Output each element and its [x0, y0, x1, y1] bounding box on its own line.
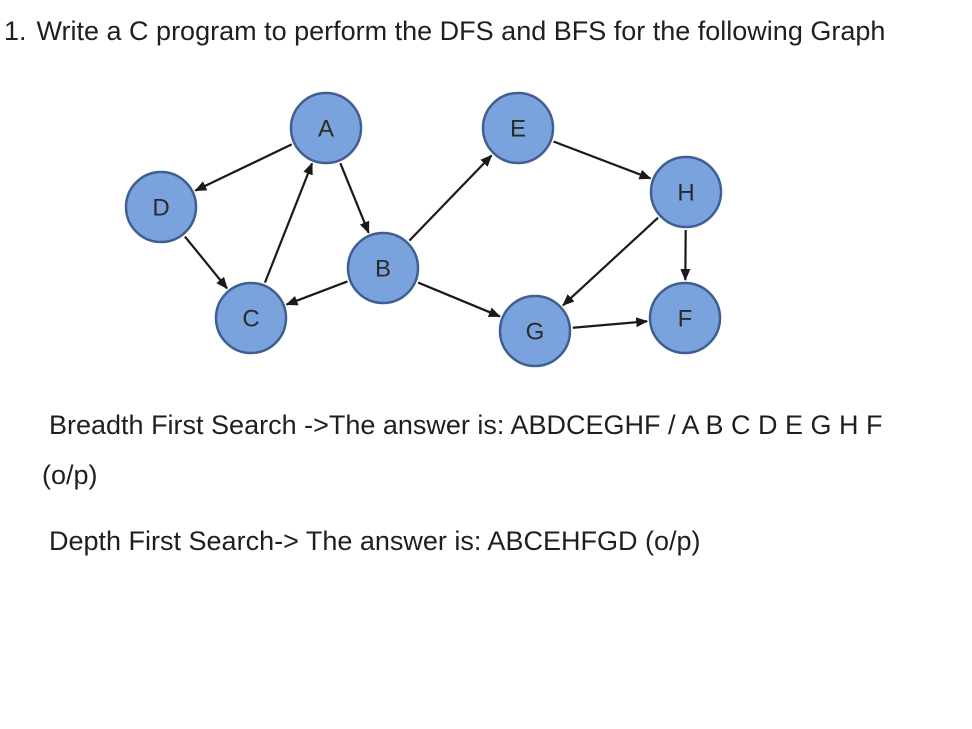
graph-node-f: F	[648, 281, 722, 355]
edge-a-to-b	[339, 162, 370, 234]
question-number: 1.	[4, 16, 27, 46]
question-heading: 1. Write a C program to perform the DFS a…	[4, 14, 885, 48]
edge-g-to-f	[572, 317, 649, 329]
node-label: B	[375, 256, 391, 283]
edge-e-to-h	[553, 140, 652, 180]
node-circle	[649, 155, 723, 229]
graph-node-e: E	[481, 91, 555, 165]
node-circle	[124, 170, 198, 244]
graph-node-c: C	[214, 281, 288, 355]
node-circle	[289, 91, 363, 165]
node-circle	[346, 231, 420, 305]
graph-node-g: G	[498, 294, 572, 368]
edge-a-to-d	[194, 143, 293, 192]
bfs-answer-suffix: (o/p)	[42, 460, 98, 490]
node-circle	[481, 91, 555, 165]
edge-b-to-c	[285, 280, 348, 306]
node-label: A	[318, 116, 334, 143]
node-circle	[648, 281, 722, 355]
edge-h-to-g	[562, 216, 659, 307]
edge-c-to-a	[263, 162, 314, 284]
node-label: D	[152, 195, 169, 222]
graph-node-b: B	[346, 231, 420, 305]
graph-node-d: D	[124, 170, 198, 244]
edge-d-to-c	[184, 235, 228, 290]
bfs-answer-line: Breadth First Search ->The answer is: AB…	[49, 410, 883, 440]
dfs-answer-line: Depth First Search-> The answer is: ABCE…	[49, 526, 701, 556]
node-circle	[214, 281, 288, 355]
node-label: F	[678, 306, 693, 333]
node-label: E	[510, 116, 526, 143]
directed-graph-figure: A B C D E F G H	[124, 91, 723, 368]
node-label: H	[677, 180, 694, 207]
graph-node-h: H	[649, 155, 723, 229]
node-label: C	[242, 306, 259, 333]
node-label: G	[526, 319, 545, 346]
node-circle	[498, 294, 572, 368]
edge-b-to-g	[417, 281, 501, 318]
graph-node-a: A	[289, 91, 363, 165]
edge-b-to-e	[408, 154, 493, 242]
graph-nodes: A B C D E F G H	[124, 91, 723, 368]
question-text: Write a C program to perform the DFS and…	[36, 16, 886, 46]
graph-edges	[184, 140, 691, 329]
